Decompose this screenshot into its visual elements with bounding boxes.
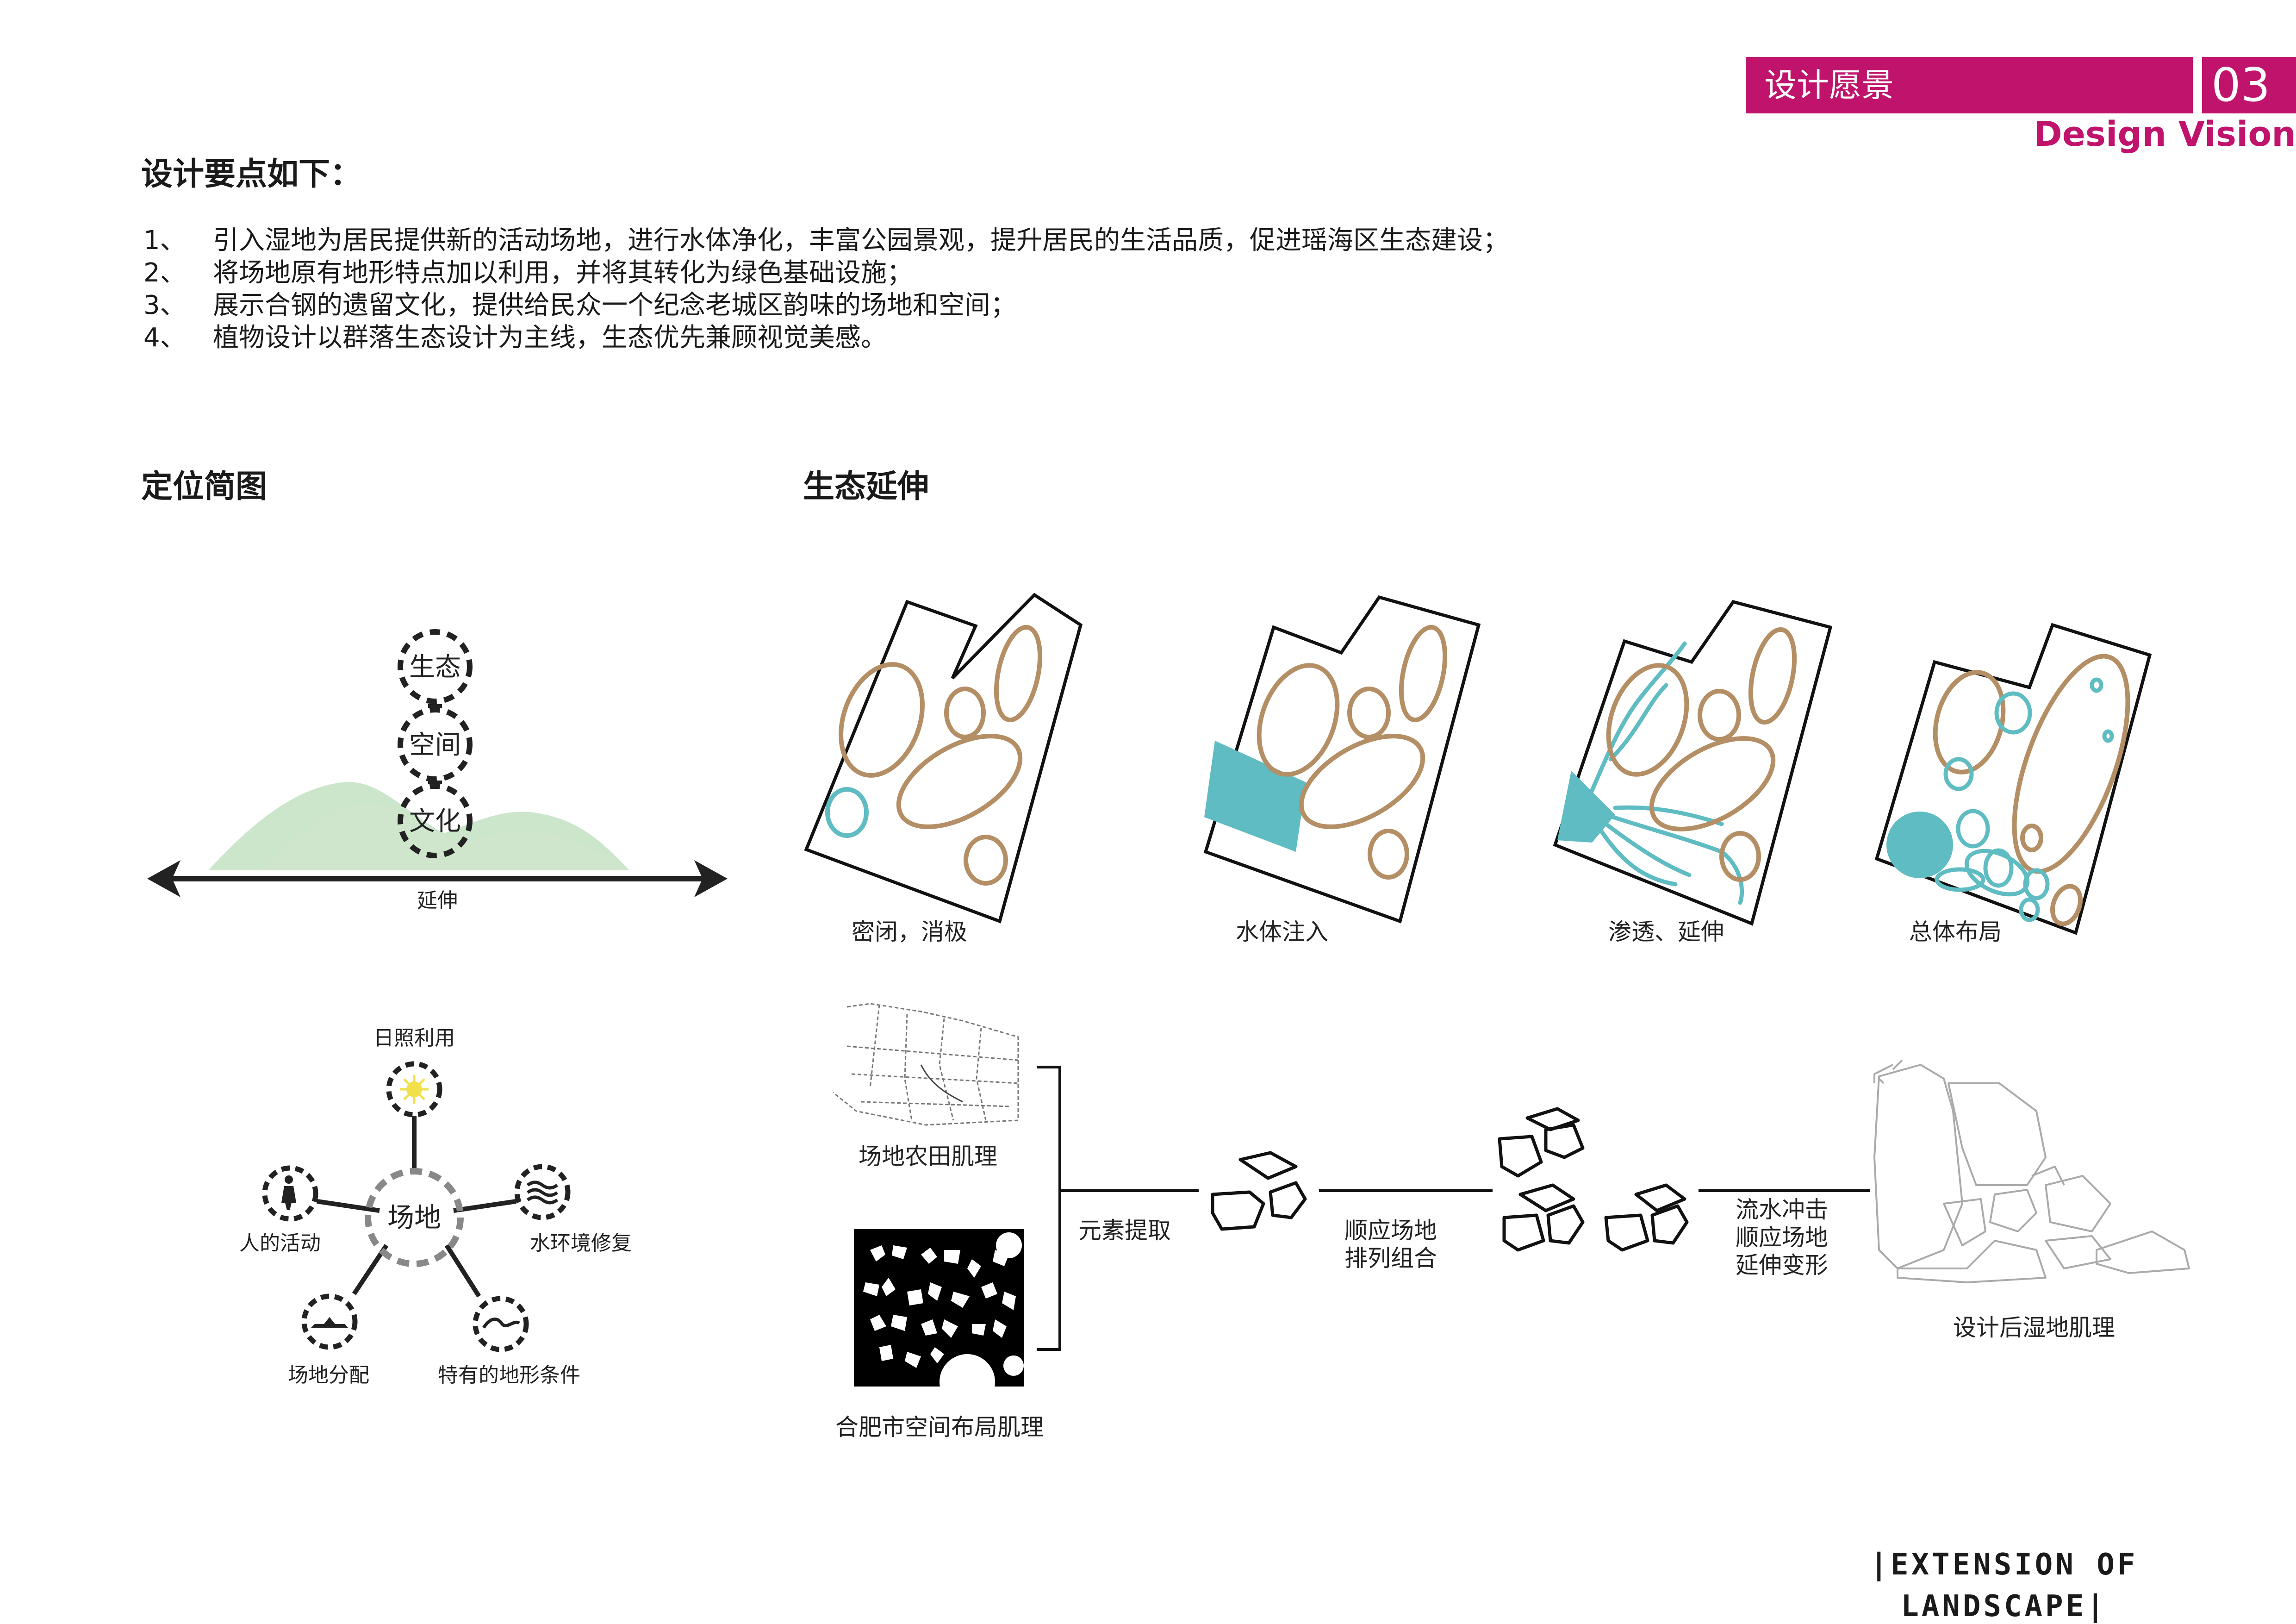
design-point: 2、将场地原有地形特点加以利用，并将其转化为绿色基础设施； [143, 258, 913, 288]
circle-ecology [398, 629, 473, 704]
circle-label: 生态 [409, 652, 461, 682]
texture-step-label: 元素提取 [1078, 1217, 1171, 1244]
eco-panel-overall-layout [1874, 623, 2152, 935]
arranged-elements [1498, 1107, 1689, 1252]
texture-step-label: 顺应场地 [1736, 1224, 1828, 1251]
texture-result-label: 设计后湿地肌理 [1953, 1314, 2115, 1341]
circle-space [398, 707, 473, 782]
design-point: 3、展示合钢的遗留文化，提供给民众一个纪念老城区韵味的场地和空间； [143, 290, 1016, 320]
eco-panel-closed [804, 593, 1083, 924]
radial-diagram: 场地 日照 [239, 1026, 632, 1387]
eco-step-label: 总体布局 [1909, 918, 2002, 945]
intro-heading: 设计要点如下： [141, 156, 362, 193]
site-allocation-icon [311, 1317, 348, 1328]
section-title-box: 设计愿景 [1746, 57, 2193, 113]
circle-label: 空间 [409, 730, 461, 760]
circle-culture [398, 783, 473, 858]
eco-step-label: 密闭，消极 [852, 918, 967, 945]
water-wave-icon [526, 1181, 559, 1205]
person-icon [281, 1175, 296, 1210]
design-point: 4、植物设计以群落生态设计为主线，生态优先兼顾视觉美感。 [143, 323, 887, 353]
eco-panel-infiltration [1553, 600, 1833, 926]
water-inflow-shape [1557, 771, 1615, 843]
sun-icon [400, 1075, 429, 1104]
radial-node-label: 日照利用 [373, 1026, 455, 1050]
page-number: 03 [2211, 58, 2271, 112]
design-points-list: 1、引入湿地为居民提供新的活动场地，进行水体净化，丰富公园景观，提升居民的生活品… [143, 225, 1763, 354]
city-layout-texture-map [854, 1229, 1024, 1410]
texture-source-label: 合肥市空间布局肌理 [835, 1414, 1044, 1441]
arrow-left [147, 860, 180, 897]
arrow-right [694, 860, 728, 897]
texture-step-label: 顺应场地 [1344, 1217, 1437, 1244]
texture-step-label: 延伸变形 [1736, 1252, 1828, 1279]
radial-node-label: 人的活动 [239, 1231, 321, 1255]
bracket-connector [1037, 1066, 1870, 1351]
positioning-diagram: 生态 空间 文化 延伸 [147, 629, 728, 912]
radial-center-label: 场地 [387, 1202, 441, 1233]
footer-tagline: |EXTENSION OF LANDSCAPE| [1870, 1548, 2138, 1624]
water-inflow-shape [1204, 741, 1306, 852]
positioning-heading: 定位简图 [141, 468, 268, 505]
hill-front [259, 803, 625, 870]
farmland-texture-map [833, 1003, 1019, 1126]
eco-step-label: 水体注入 [1236, 918, 1328, 945]
eco-step-label: 渗透、延伸 [1608, 918, 1724, 945]
radial-node-label: 特有的地形条件 [438, 1363, 580, 1387]
terrain-icon [482, 1318, 520, 1329]
texture-step-label: 排列组合 [1344, 1245, 1437, 1272]
radial-node-label: 场地分配 [288, 1363, 369, 1387]
page-number-box: 03 [2202, 57, 2296, 113]
section-title-cn: 设计愿景 [1764, 66, 1894, 104]
final-wetland-texture [1873, 1059, 2190, 1283]
eco-heading: 生态延伸 [803, 468, 929, 505]
texture-step-label: 流水冲击 [1736, 1196, 1828, 1223]
eco-panel-water-inflow [1203, 595, 1481, 924]
texture-source-label: 场地农田肌理 [859, 1143, 997, 1170]
radial-center [365, 1168, 464, 1267]
radial-node-label: 水环境修复 [530, 1231, 632, 1255]
section-title-en: Design Vision [2034, 114, 2296, 154]
design-point: 1、引入湿地为居民提供新的活动场地，进行水体净化，丰富公园景观，提升居民的生活品… [143, 225, 1509, 256]
axis-label: 延伸 [417, 889, 458, 912]
circle-label: 文化 [409, 806, 461, 837]
extracted-elements [1211, 1151, 1307, 1231]
